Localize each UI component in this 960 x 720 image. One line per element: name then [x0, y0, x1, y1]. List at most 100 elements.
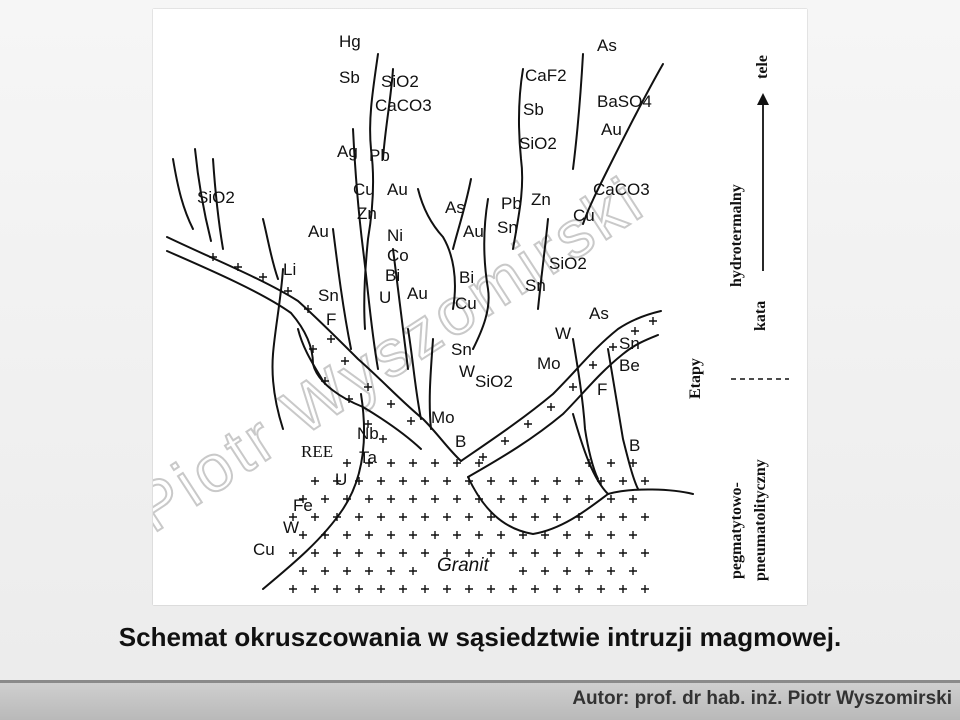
right-dike-upper	[460, 310, 662, 462]
label-zn: Zn	[531, 190, 551, 209]
granite-cross	[259, 273, 267, 281]
vein	[607, 348, 639, 490]
label-mo: Mo	[537, 354, 561, 373]
granite-cross	[364, 383, 372, 391]
label-sio2: SiO2	[475, 372, 513, 391]
label-sb: Sb	[339, 68, 360, 87]
granite-cross	[641, 513, 649, 521]
label-kata: kata	[752, 301, 769, 331]
granite-cross	[409, 459, 417, 467]
slide: Piotr Wyszomirski	[0, 0, 960, 681]
vein	[352, 128, 379, 370]
granite-cross	[619, 513, 627, 521]
granite-cross	[364, 420, 372, 428]
label-sio2: SiO2	[519, 134, 557, 153]
right-dike-lower	[467, 334, 659, 478]
label-cu: Cu	[455, 294, 477, 313]
granite-cross	[409, 531, 417, 539]
label-b: B	[629, 436, 640, 455]
element-labels: Hg Sb SiO2 CaCO3 Ag Pb Cu Au Zn Ni Co Bi…	[197, 32, 652, 576]
vein	[194, 148, 212, 242]
arrow-head	[757, 93, 769, 105]
label-li: Li	[283, 260, 296, 279]
vein	[262, 218, 279, 280]
granite-cross	[234, 263, 242, 271]
vein	[417, 188, 456, 310]
vein	[392, 248, 409, 370]
granite-cross	[355, 513, 363, 521]
granite-cross	[311, 477, 319, 485]
granite-cross	[443, 585, 451, 593]
granite-cross	[597, 513, 605, 521]
granite-cross	[607, 459, 615, 467]
granite-cross	[597, 585, 605, 593]
label-be: Be	[619, 356, 640, 375]
granite-cross	[597, 549, 605, 557]
granite-cross	[607, 531, 615, 539]
granite-cross	[399, 585, 407, 593]
label-sb: Sb	[523, 100, 544, 119]
granite-cross	[365, 459, 373, 467]
granite-cross	[443, 513, 451, 521]
granite-cross	[465, 513, 473, 521]
granite-cross	[321, 377, 329, 385]
granite-cross	[333, 549, 341, 557]
granite-cross	[585, 459, 593, 467]
label-pb: Pb	[501, 194, 522, 213]
granite-cross	[475, 495, 483, 503]
ore-mineralization-diagram: Piotr Wyszomirski	[153, 32, 789, 593]
slide-caption: Schemat okruszcowania w sąsiedztwie intr…	[0, 622, 960, 653]
granite-cross	[333, 513, 341, 521]
label-pegmatytowo: pegmatytowo-	[728, 482, 745, 579]
granite-cross	[421, 513, 429, 521]
granite-cross	[345, 395, 353, 403]
granite-cross	[479, 453, 487, 461]
granite-cross	[475, 459, 483, 467]
granite-cross	[487, 513, 495, 521]
vein	[472, 198, 490, 350]
label-pb: Pb	[369, 146, 390, 165]
granite-cross	[585, 495, 593, 503]
granite-cross	[629, 495, 637, 503]
vein	[572, 53, 584, 170]
granite-cross	[333, 477, 341, 485]
label-ni: Ni	[387, 226, 403, 245]
granite-cross	[641, 585, 649, 593]
granite-cross	[575, 477, 583, 485]
granite-cross	[377, 477, 385, 485]
granite-cross	[387, 495, 395, 503]
label-w: W	[459, 362, 475, 381]
granite-cross	[431, 531, 439, 539]
granite-cross	[327, 335, 335, 343]
granite-cross	[465, 549, 473, 557]
granite-cross	[311, 513, 319, 521]
label-au: Au	[463, 222, 484, 241]
vein	[382, 68, 394, 160]
vein	[572, 338, 599, 480]
label-f: F	[326, 310, 336, 329]
granite-cross	[443, 477, 451, 485]
granite-cross	[289, 549, 297, 557]
label-caf2: CaF2	[525, 66, 567, 85]
granite-cross	[509, 585, 517, 593]
granite-cross	[387, 459, 395, 467]
granite-cross	[541, 495, 549, 503]
label-w: W	[283, 518, 299, 537]
label-hg: Hg	[339, 32, 361, 51]
granite-cross	[304, 305, 312, 313]
granite-cross	[399, 513, 407, 521]
granite-cross	[629, 459, 637, 467]
label-nb: Nb	[357, 424, 379, 443]
label-sio2: SiO2	[549, 254, 587, 273]
granite-cross	[343, 459, 351, 467]
label-hydrothermal: hydrotermalny	[728, 184, 745, 287]
granite-cross	[465, 585, 473, 593]
label-ag: Ag	[337, 142, 358, 161]
vein	[332, 228, 352, 350]
label-au: Au	[308, 222, 329, 241]
label-w: W	[555, 324, 571, 343]
granite-cross	[443, 549, 451, 557]
granite-cross	[553, 585, 561, 593]
caption-text: Schemat okruszcowania w sąsiedztwie intr…	[118, 622, 842, 652]
label-ree: REE	[301, 442, 333, 461]
